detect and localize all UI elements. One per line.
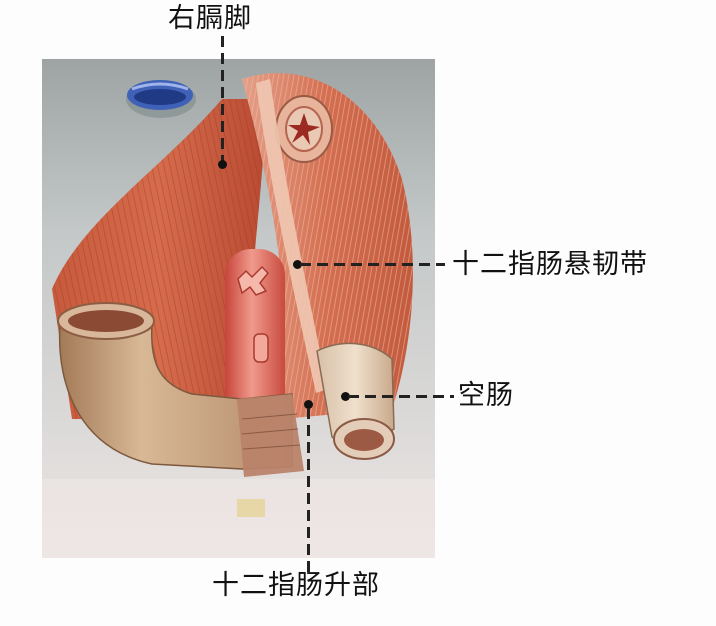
pointer-dot (293, 260, 302, 269)
leader-line (307, 408, 310, 572)
pointer-dot (218, 160, 227, 169)
leader-line (221, 36, 224, 162)
leader-line (348, 395, 454, 398)
label-suspensory-ligament: 十二指肠悬韧带 (452, 249, 648, 280)
label-jejunum: 空肠 (458, 380, 514, 411)
leader-line (300, 263, 445, 266)
label-right-crus: 右膈脚 (168, 3, 252, 34)
anatomy-illustration (42, 59, 435, 558)
pointer-dot (304, 400, 313, 409)
label-ascending-duodenum: 十二指肠升部 (212, 570, 380, 601)
pointer-dot (341, 392, 350, 401)
